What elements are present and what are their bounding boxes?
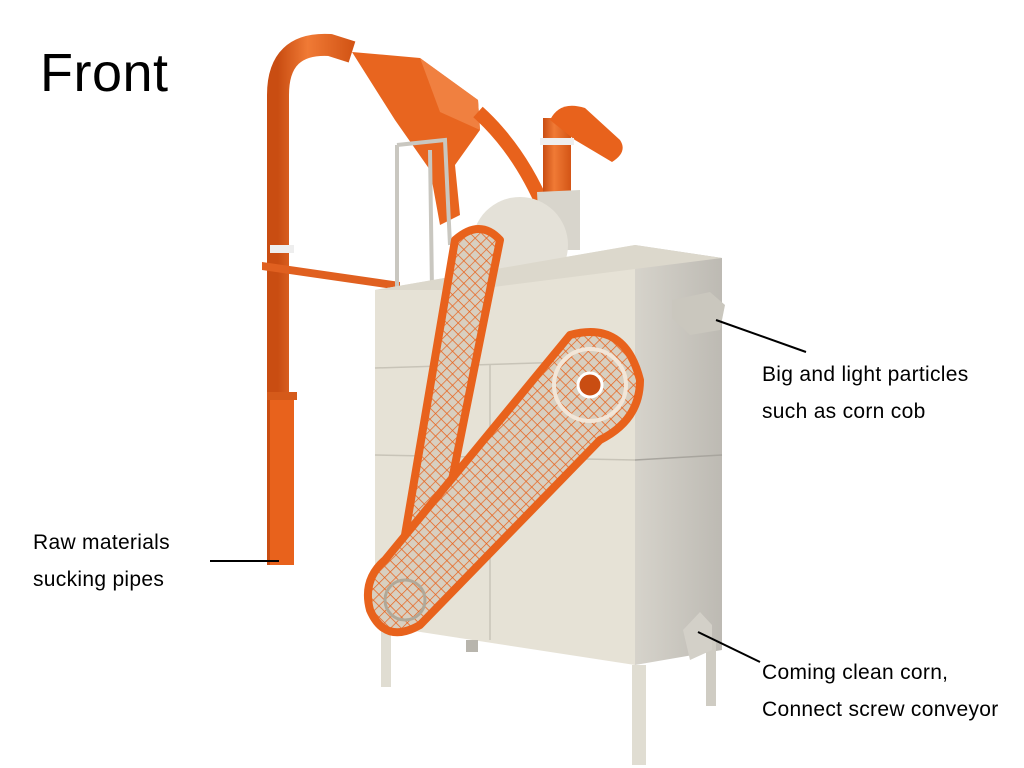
leader-line-clean [697,631,761,663]
upper-outlet [672,292,725,335]
annotation-line: Raw materials [33,531,170,554]
lower-belt-guard [363,328,644,637]
annotation-line: such as corn cob [762,400,926,423]
annotation-line: Coming clean corn, [762,661,949,684]
leader-line-big [715,319,807,353]
legs [381,625,716,765]
page-title: Front [40,43,169,103]
annotation-line: sucking pipes [33,568,165,591]
annotation-clean-corn: Coming clean corn, Connect screw conveyo… [762,654,999,728]
lower-outlet [683,612,712,660]
suction-pipe [262,33,400,565]
annotation-line: Big and light particles [762,363,969,386]
annotation-big-light-particles: Big and light particles such as corn cob [762,356,969,430]
annotation-line: Connect screw conveyor [762,698,999,721]
annotation-raw-materials: Raw materials sucking pipes [33,524,170,598]
